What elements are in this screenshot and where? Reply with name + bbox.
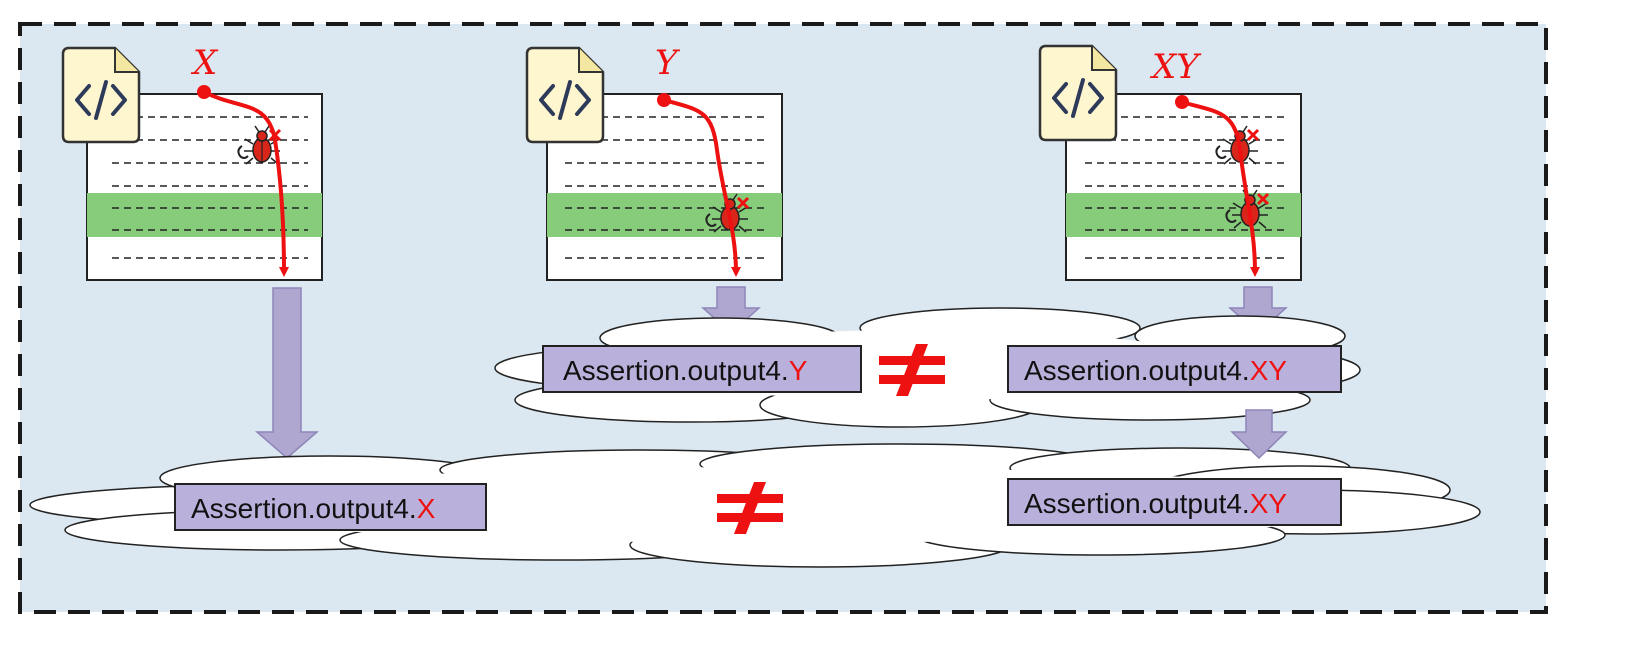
assertion-box-x: Assertion.output4.X	[174, 483, 487, 531]
code-file-xy: XY	[1038, 44, 1302, 281]
code-file-y: Y	[525, 43, 783, 281]
assertion-box-xy-top: Assertion.output4.XY	[1007, 345, 1342, 393]
assertion-box-xy-bottom: Assertion.output4.XY	[1007, 478, 1342, 526]
down-arrow-x	[254, 287, 320, 459]
code-file-x: X	[61, 43, 323, 281]
file-label-x: X	[190, 43, 219, 83]
assertion-box-y: Assertion.output4.Y	[542, 345, 862, 393]
down-arrow-xy-bottom	[1230, 409, 1288, 460]
code-file-icon	[61, 46, 141, 144]
code-file-icon	[525, 46, 605, 144]
code-file-icon	[1038, 44, 1118, 142]
svg-text:Assertion.output4.Y: Assertion.output4.Y	[563, 355, 808, 386]
file-label-y: Y	[655, 43, 681, 83]
file-label-xy: XY	[1149, 47, 1202, 87]
svg-text:Assertion.output4.XY: Assertion.output4.XY	[1024, 488, 1287, 519]
svg-text:Assertion.output4.XY: Assertion.output4.XY	[1024, 355, 1287, 386]
svg-text:Assertion.output4.X: Assertion.output4.X	[191, 493, 436, 524]
